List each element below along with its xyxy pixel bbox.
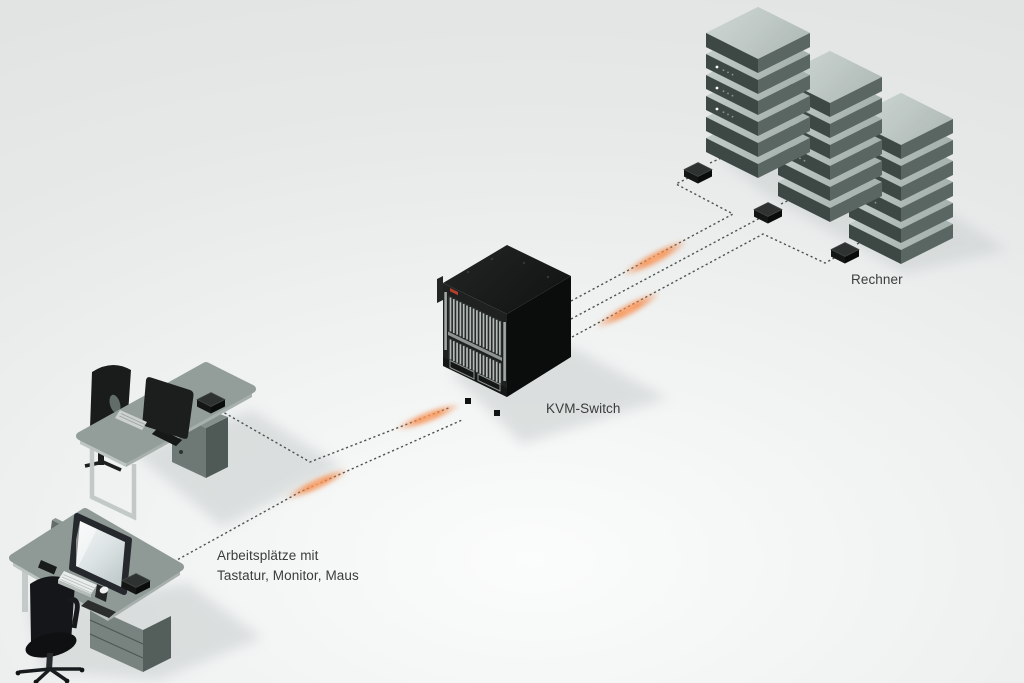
monitor-2 (69, 513, 132, 618)
desk2-drawers (89, 606, 171, 672)
signal-glow-1 (622, 239, 688, 277)
label-workstations-line1: Arbeitsplätze mit (217, 548, 319, 563)
extender-box-b (753, 202, 783, 224)
label-computers: Rechner (851, 272, 903, 287)
keyboard-2 (58, 571, 97, 598)
connection-kvm-boxA (570, 174, 734, 302)
connection-kvm-boxB (570, 217, 761, 320)
phone (38, 560, 57, 575)
desk1-legs (89, 440, 137, 521)
kvm-logo (450, 288, 458, 296)
kvm-switch-chassis (437, 245, 571, 416)
kvm-top-face (443, 245, 571, 314)
labels: Arbeitsplätze mit Tastatur, Monitor, Mau… (217, 272, 903, 583)
connection-workstation1-kvm (215, 406, 452, 463)
signal-glows (285, 239, 688, 500)
label-workstations-line2: Tastatur, Monitor, Maus (217, 568, 359, 583)
kvm-card-cage-lower (448, 337, 502, 385)
workstation-desk-2 (9, 508, 184, 683)
desk2-leg (22, 566, 28, 612)
kvm-cards-upper (449, 297, 501, 356)
office-chair-2 (15, 576, 85, 683)
kvm-card-cage-upper (448, 295, 502, 357)
signal-glow-3 (395, 403, 461, 431)
signal-glow-2 (595, 291, 661, 329)
monitor-1 (142, 377, 194, 446)
connection-kvm-boxC (571, 233, 839, 338)
extender-box-c (830, 242, 860, 264)
extender-box-a (683, 162, 713, 184)
workstation-desk-1 (76, 362, 256, 521)
signal-glow-4 (285, 468, 349, 500)
kvm-side-face (507, 276, 571, 397)
label-kvm-switch: KVM-Switch (546, 401, 621, 416)
kvm-cards-lower (449, 339, 501, 384)
server-stack-1 (706, 7, 810, 178)
mouse (99, 586, 109, 594)
